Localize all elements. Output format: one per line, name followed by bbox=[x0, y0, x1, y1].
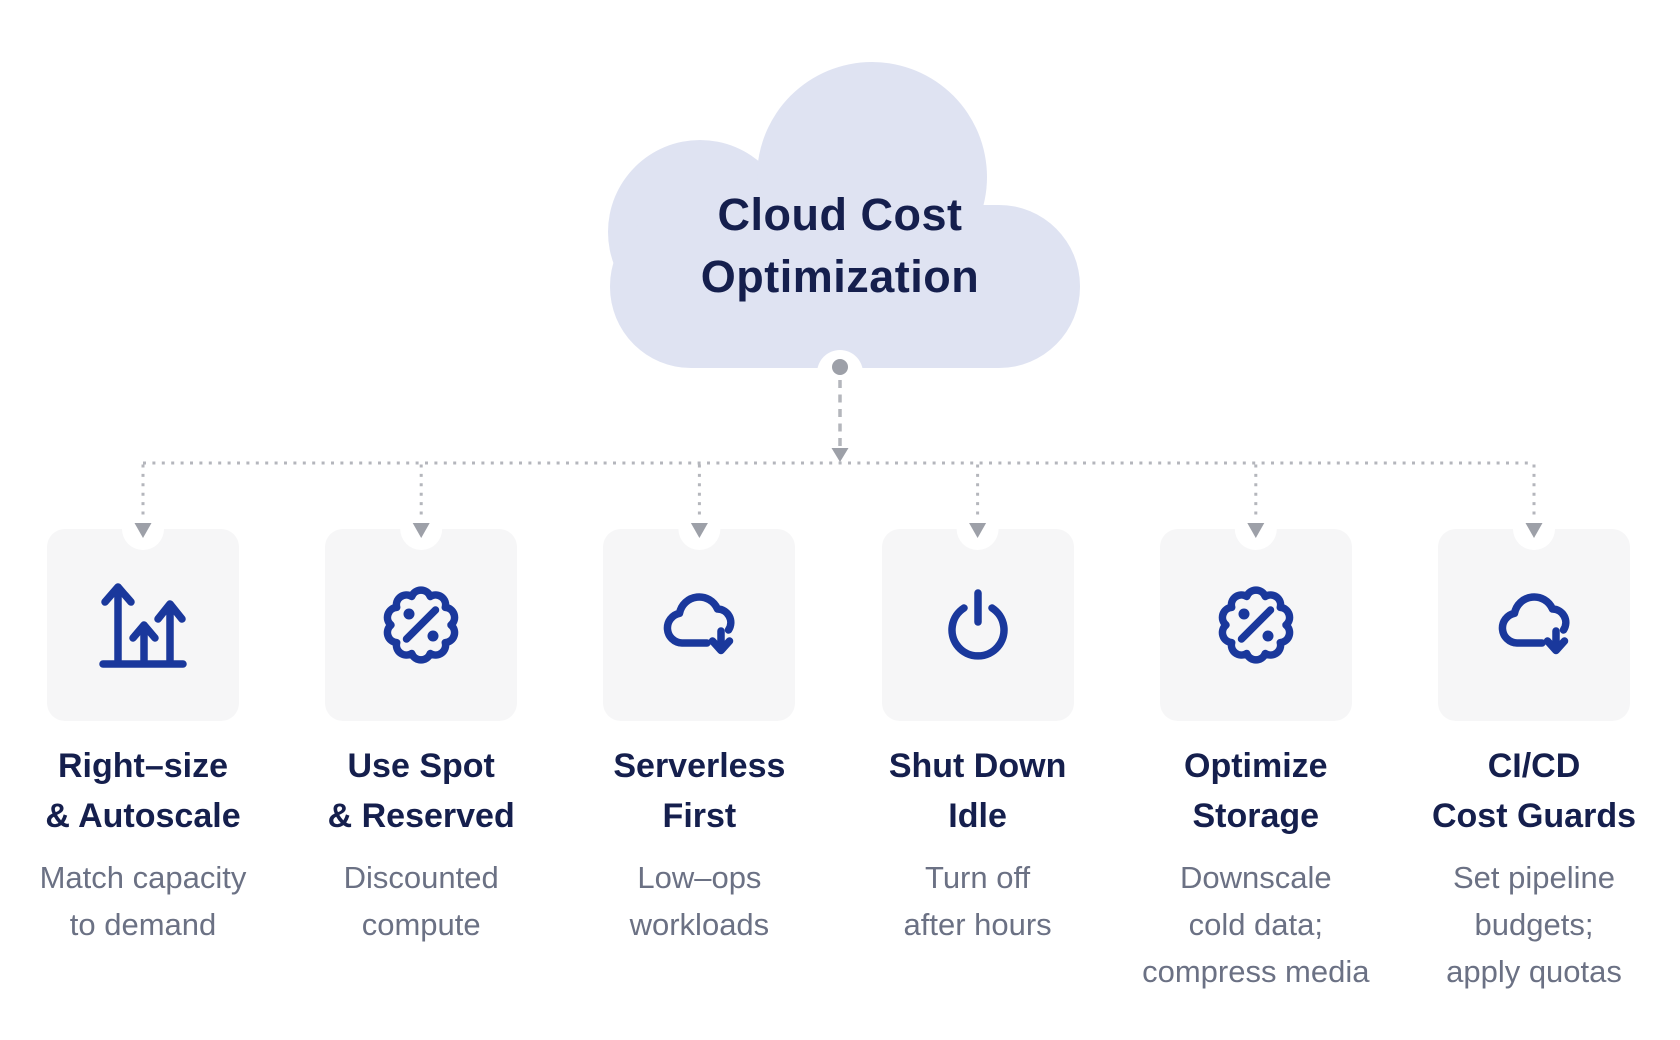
branch-subtitle-line: cold data; bbox=[1188, 907, 1324, 942]
branch-subtitle: Discounted compute bbox=[282, 854, 560, 948]
cloud-notch bbox=[817, 350, 863, 396]
branch-title-line: Idle bbox=[948, 797, 1007, 835]
branch-subtitle-line: Downscale bbox=[1179, 860, 1332, 895]
branch-subtitle: Downscale cold data; compress media bbox=[1117, 854, 1395, 995]
branch-subtitle-line: after hours bbox=[903, 907, 1052, 942]
branch-title-line: Shut Down bbox=[888, 747, 1067, 785]
root-node-title: Cloud Cost Optimization bbox=[640, 184, 1040, 308]
root-title-line: Optimization bbox=[700, 251, 980, 302]
branch-title-line: Use Spot bbox=[347, 747, 495, 785]
branch-subtitle-line: to demand bbox=[69, 907, 217, 942]
branch-subtitle-line: Turn off bbox=[925, 860, 1031, 895]
branch-title-line: & Autoscale bbox=[45, 797, 241, 835]
branch-title-line: & Reserved bbox=[327, 797, 515, 835]
branch-subtitle: Low–ops workloads bbox=[560, 854, 838, 948]
branch-title-line: First bbox=[662, 797, 737, 835]
branch-title-line: Serverless bbox=[613, 747, 786, 785]
cloud-download-icon bbox=[1498, 593, 1570, 655]
branch-card bbox=[603, 529, 796, 721]
power-icon bbox=[947, 589, 1008, 660]
branch-card bbox=[1159, 529, 1352, 721]
branch-card bbox=[325, 529, 518, 721]
percent-badge-icon bbox=[383, 586, 459, 664]
percent-badge-icon bbox=[1218, 586, 1294, 664]
branch-subtitle-line: budgets; bbox=[1474, 907, 1594, 942]
branch-subtitle-line: Discounted bbox=[343, 860, 499, 895]
branch-subtitle: Turn off after hours bbox=[839, 854, 1117, 948]
branch-subtitle-line: compress media bbox=[1142, 954, 1370, 989]
branch-title: CI/CD Cost Guards bbox=[1395, 741, 1673, 841]
growth-arrows-icon bbox=[99, 583, 187, 668]
branch-title: Right–size & Autoscale bbox=[4, 741, 282, 841]
root-title-line: Cloud Cost bbox=[717, 189, 963, 240]
branch-title-line: CI/CD bbox=[1487, 747, 1581, 785]
branch-subtitle-line: Match capacity bbox=[39, 860, 247, 895]
branch-title-line: Cost Guards bbox=[1431, 797, 1637, 835]
branch-card bbox=[47, 529, 239, 721]
branch-subtitle: Set pipeline budgets; apply quotas bbox=[1395, 854, 1673, 995]
branch-subtitle-line: apply quotas bbox=[1446, 954, 1622, 989]
branch-title: Use Spot & Reserved bbox=[282, 741, 560, 841]
branch-subtitle-line: workloads bbox=[629, 907, 770, 942]
branch-subtitle-line: compute bbox=[361, 907, 481, 942]
branch-card bbox=[881, 529, 1074, 721]
branch-subtitle-line: Set pipeline bbox=[1452, 860, 1615, 895]
branch-title-line: Optimize bbox=[1184, 747, 1328, 785]
branch-title-line: Right–size bbox=[57, 747, 229, 785]
branch-subtitle-line: Low–ops bbox=[637, 860, 762, 895]
branch-card bbox=[1438, 529, 1630, 721]
cloud-download-icon bbox=[664, 593, 735, 655]
branch-subtitle: Match capacity to demand bbox=[4, 854, 282, 948]
branch-title-line: Storage bbox=[1192, 797, 1320, 835]
